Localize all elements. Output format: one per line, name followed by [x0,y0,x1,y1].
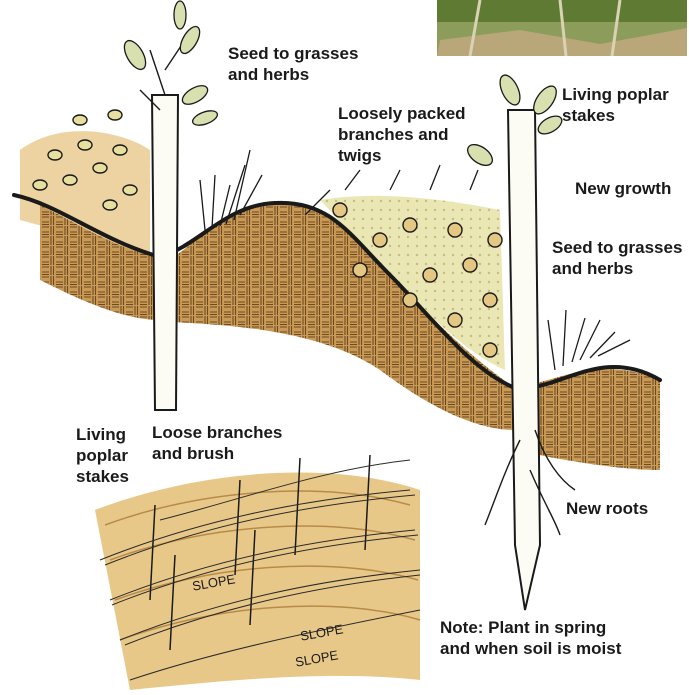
label-loose-branches: Loose branches and brush [152,422,282,464]
label-living-poplar-left: Living poplar stakes [76,424,129,487]
photo-inset [437,0,687,56]
label-new-growth: New growth [575,178,671,199]
label-living-poplar-top: Living poplar stakes [562,84,669,126]
label-seed-right: Seed to grasses and herbs [552,237,682,279]
label-note: Note: Plant in spring and when soil is m… [440,617,621,659]
slope-view [95,455,420,690]
label-loosely-packed: Loosely packed branches and twigs [338,103,466,166]
label-new-roots: New roots [566,498,648,519]
label-seed-top-left: Seed to grasses and herbs [228,43,358,85]
